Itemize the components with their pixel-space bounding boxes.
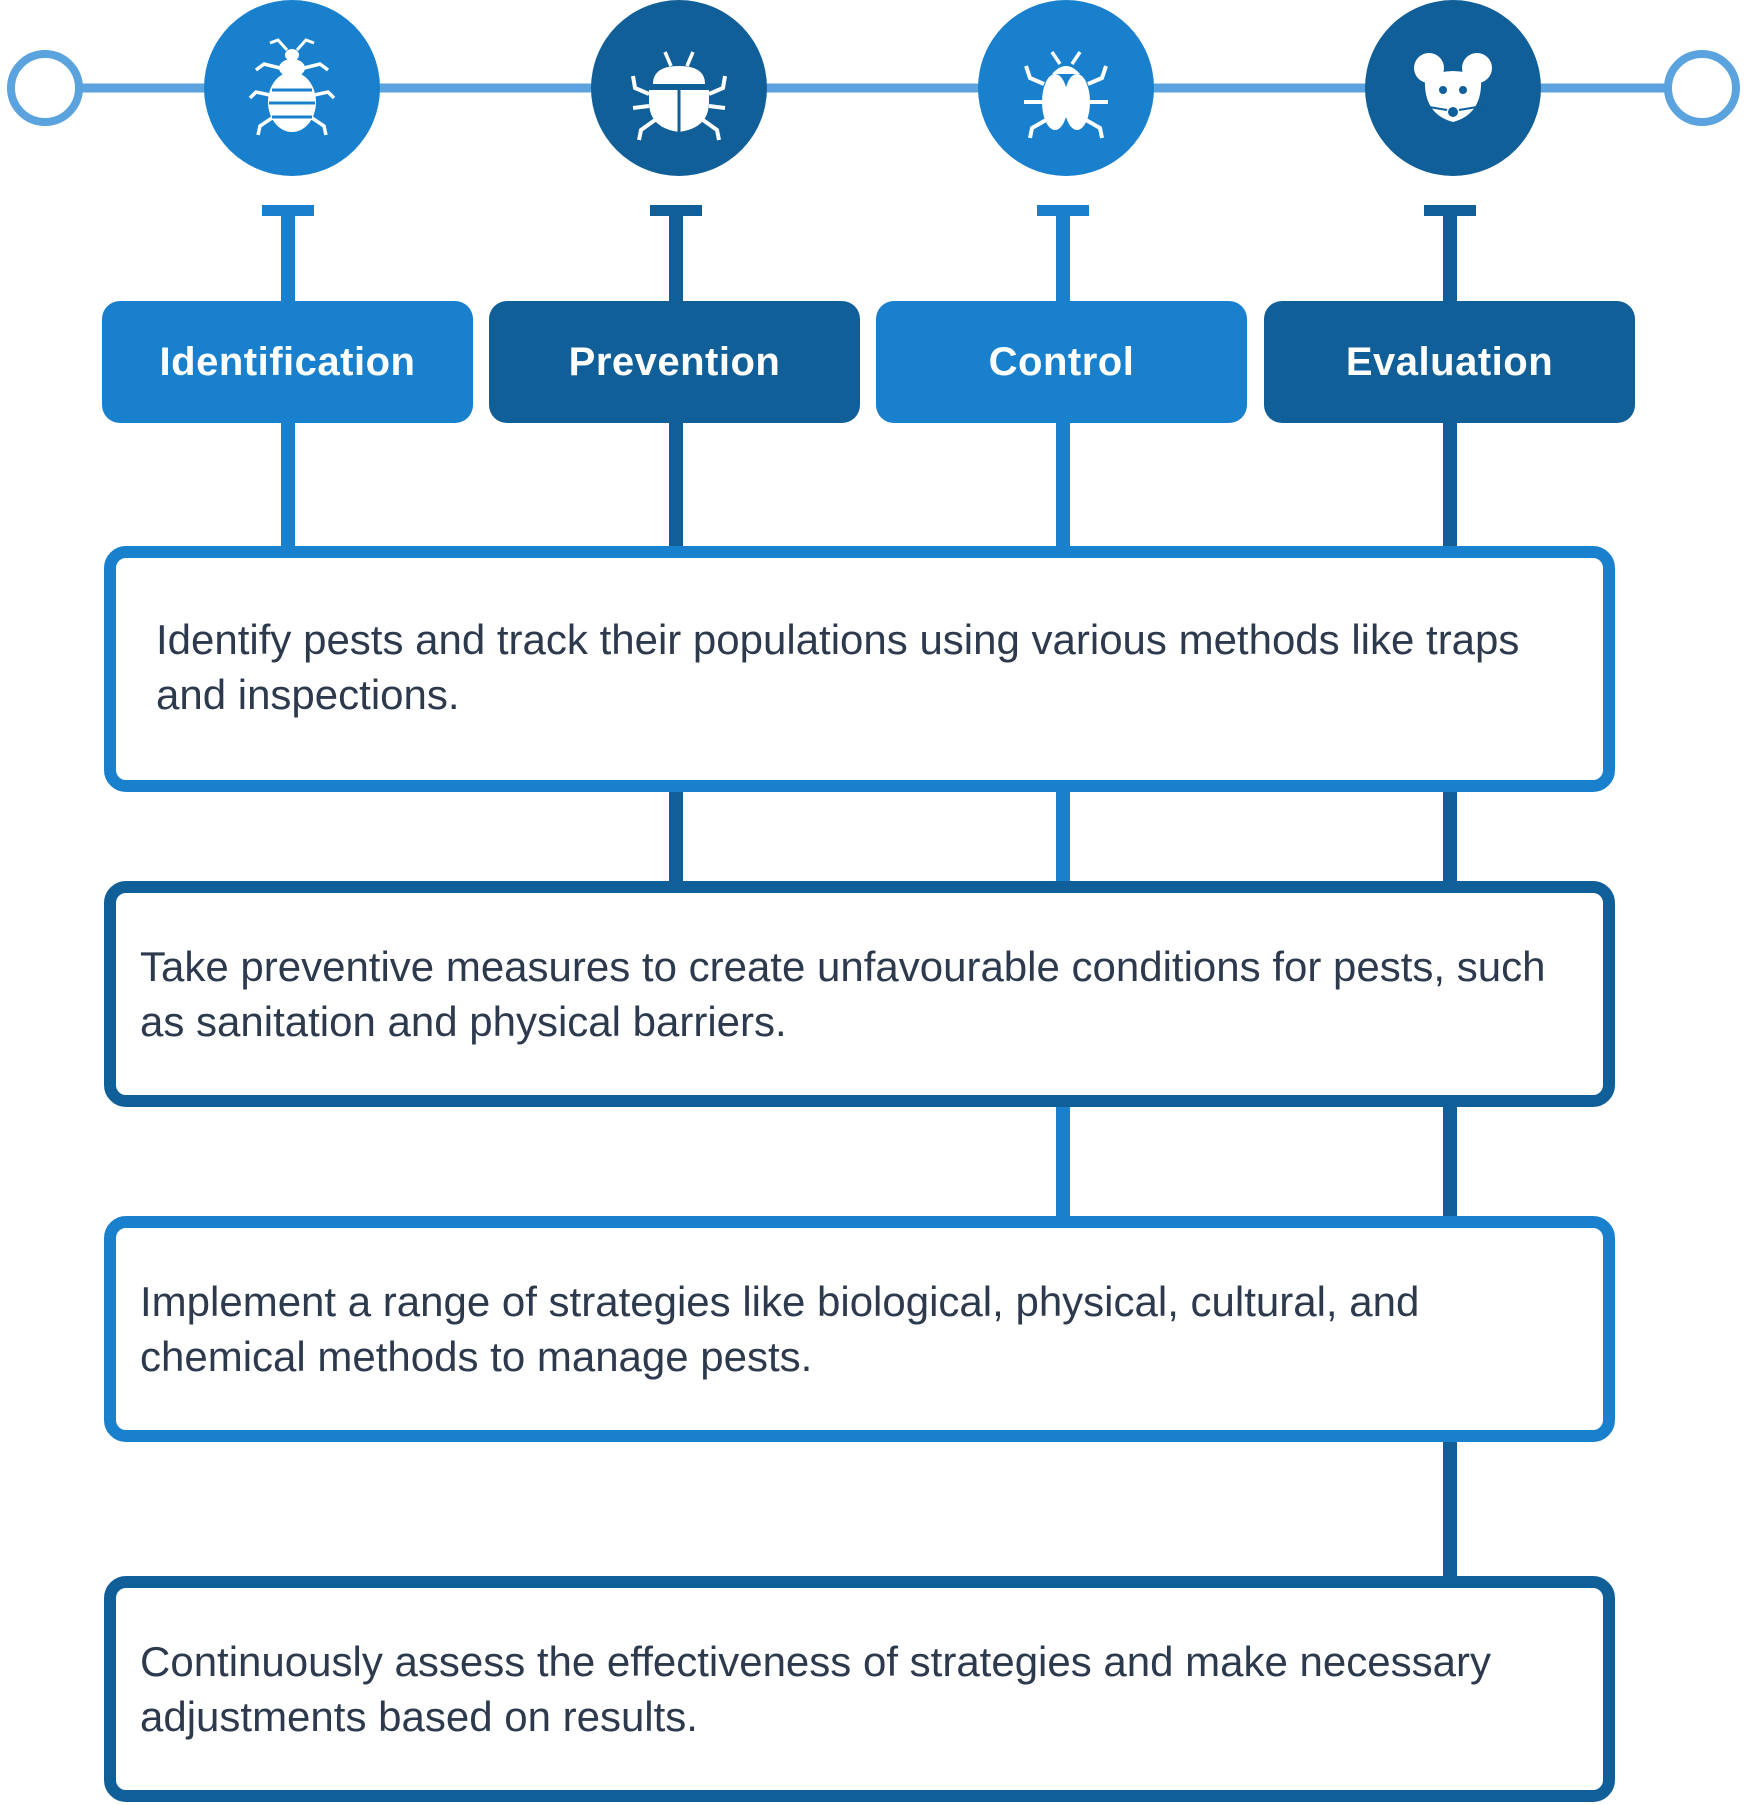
timeline-start-node bbox=[7, 50, 83, 126]
timeline-end-node bbox=[1664, 50, 1740, 126]
stage-label: Evaluation bbox=[1345, 339, 1554, 384]
stage-evaluation: Evaluation bbox=[1264, 301, 1635, 423]
prevention-circle bbox=[591, 0, 767, 176]
description-text: Identify pests and track their populatio… bbox=[156, 616, 1520, 718]
stage-label: Identification bbox=[159, 339, 416, 384]
mouse-icon bbox=[1414, 53, 1492, 122]
description-box-control: Implement a range of strategies like bio… bbox=[104, 1216, 1615, 1442]
connector-evaluation-top bbox=[1424, 205, 1476, 303]
description-box-identification: Identify pests and track their populatio… bbox=[104, 546, 1615, 792]
description-box-evaluation: Continuously assess the effectiveness of… bbox=[104, 1576, 1615, 1802]
description-box-prevention: Take preventive measures to create unfav… bbox=[104, 881, 1615, 1107]
stage-prevention: Prevention bbox=[489, 301, 860, 423]
description-text: Implement a range of strategies like bio… bbox=[140, 1278, 1420, 1380]
stage-control: Control bbox=[876, 301, 1247, 423]
stage-label: Prevention bbox=[568, 339, 781, 384]
connector-identification-line bbox=[281, 420, 295, 550]
connector-control-top bbox=[1037, 205, 1089, 303]
stage-identification: Identification bbox=[102, 301, 473, 423]
description-text: Take preventive measures to create unfav… bbox=[140, 943, 1546, 1045]
connector-prevention-top bbox=[650, 205, 702, 303]
stage-label: Control bbox=[988, 339, 1135, 384]
bed-bug-icon bbox=[248, 38, 336, 136]
connector-identification-top bbox=[262, 205, 314, 303]
bug-icon bbox=[1024, 51, 1108, 139]
description-text: Continuously assess the effectiveness of… bbox=[140, 1638, 1491, 1740]
beetle-icon bbox=[631, 51, 727, 141]
